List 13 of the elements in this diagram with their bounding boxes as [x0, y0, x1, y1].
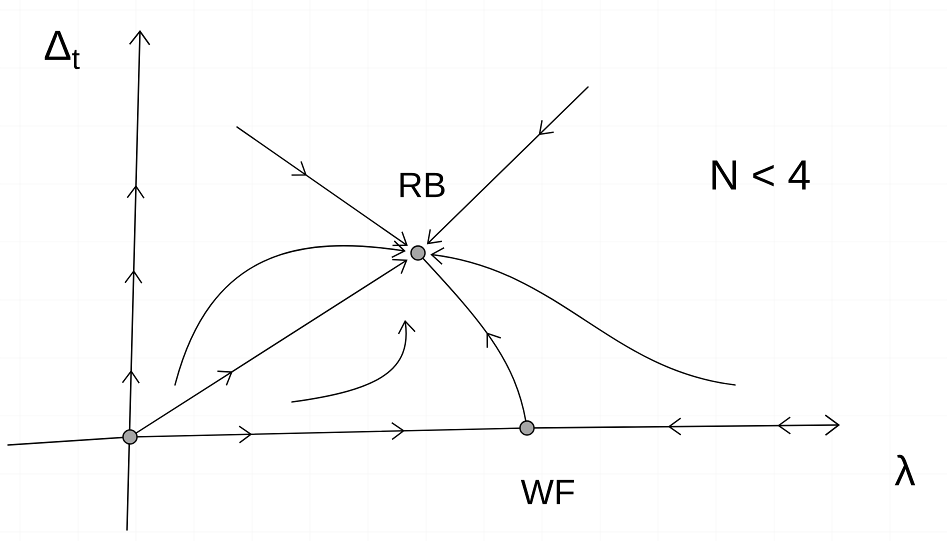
fixed-point	[122, 429, 138, 445]
flow-line	[174, 240, 406, 386]
flow-line	[137, 422, 520, 444]
condition-label: N < 4	[712, 160, 810, 190]
flow-line	[430, 247, 736, 386]
flow-line	[236, 126, 408, 246]
flow-line	[426, 86, 589, 244]
axis-label: λ	[894, 454, 916, 486]
flow-line	[422, 258, 526, 422]
flow-line	[136, 258, 408, 434]
point-label: WF	[520, 480, 574, 504]
axis-label: Δ$_{t}$	[44, 30, 80, 70]
point-label: RB	[400, 172, 445, 198]
